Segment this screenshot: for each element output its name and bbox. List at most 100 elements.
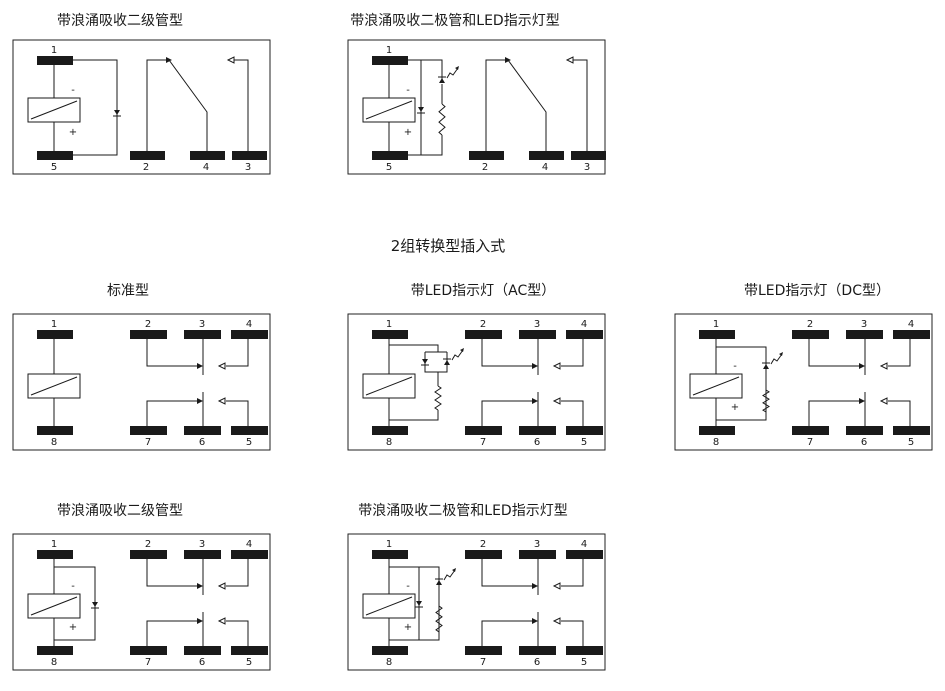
indicator-led: [443, 348, 464, 365]
pin-label-bottom-1: 7: [145, 657, 151, 668]
led-resistor: [438, 103, 446, 136]
terminal-top-1: [465, 330, 502, 339]
terminal-top-1: [465, 550, 502, 559]
pin-label-top-3: 4: [246, 539, 252, 550]
pin-label-nc: 3: [245, 162, 251, 173]
led-resistor: [434, 385, 442, 411]
pin-label-bottom-3: 5: [908, 437, 914, 448]
diode-branch-wire: [73, 59, 118, 156]
terminal-bottom-2: [519, 426, 556, 435]
led-branch-top: [389, 344, 439, 352]
anti-parallel-diode: [421, 359, 429, 366]
pole2-no-arrow: [532, 398, 538, 404]
terminal-nc: [571, 151, 606, 160]
led-branch-bottom: [421, 135, 443, 156]
terminal-top-3: [566, 550, 603, 559]
terminal-bottom-1: [465, 426, 502, 435]
pole1-nc-wire: [561, 339, 584, 367]
pin-label-top-2: 3: [534, 539, 540, 550]
polarity-plus: +: [404, 622, 412, 633]
pin-label-com: 2: [482, 162, 488, 173]
relay-coil: [689, 373, 743, 399]
terminal-bottom: [372, 151, 408, 160]
pin-label-bottom: 5: [51, 162, 57, 173]
pole1-no-arrow: [532, 583, 538, 589]
led-branch-wire: [716, 346, 767, 421]
pin-label-bottom: 8: [713, 437, 719, 448]
pin-label-bottom-3: 5: [246, 657, 252, 668]
pole2-no-arrow: [197, 618, 203, 624]
pin-label-no: 4: [203, 162, 209, 173]
pin-label-bottom-1: 7: [480, 657, 486, 668]
panel-title: 带LED指示灯（AC型）: [411, 283, 556, 299]
pin-label-top-2: 3: [534, 319, 540, 330]
pole2-com-wire: [146, 620, 198, 646]
pin-label-bottom: 5: [386, 162, 392, 173]
terminal-bottom-2: [184, 426, 221, 435]
terminal-bottom-3: [231, 426, 268, 435]
polarity-minus: -: [71, 85, 75, 96]
pole2-com-wire: [808, 400, 860, 426]
polarity-minus: -: [733, 361, 737, 372]
pin-label-top: 1: [51, 539, 57, 550]
nc-contact-wire: [573, 59, 588, 151]
polarity-minus: -: [406, 85, 410, 96]
terminal-bottom: [372, 646, 408, 655]
pin-label-bottom-3: 5: [581, 437, 587, 448]
indicator-led: [438, 66, 459, 83]
terminal-bottom: [37, 646, 73, 655]
terminal-bottom-2: [519, 646, 556, 655]
pole2-nc-wire: [561, 620, 584, 646]
panel-title: 带LED指示灯（DC型）: [744, 283, 890, 299]
pin-label-bottom-2: 6: [534, 657, 540, 668]
polarity-plus: +: [731, 402, 739, 413]
terminal-top-2: [519, 330, 556, 339]
terminal-bottom: [372, 426, 408, 435]
pin-label-bottom: 8: [386, 657, 392, 668]
pin-label-bottom-2: 6: [199, 657, 205, 668]
terminal-top: [372, 550, 408, 559]
pin-label-top: 1: [386, 539, 392, 550]
pole2-nc-arrow: [552, 397, 561, 405]
terminal-top: [372, 56, 408, 65]
pole1-com-wire: [481, 559, 533, 587]
pole2-nc-arrow: [879, 397, 888, 405]
pin-label-bottom-2: 6: [199, 437, 205, 448]
polarity-plus: +: [69, 622, 77, 633]
pin-label-bottom: 8: [51, 437, 57, 448]
indicator-led: [435, 568, 456, 585]
pole2-no-arrow: [532, 618, 538, 624]
pin-label-top: 1: [51, 319, 57, 330]
terminal-top-2: [184, 330, 221, 339]
pin-label-top: 1: [386, 319, 392, 330]
pin-label-top-2: 3: [199, 539, 205, 550]
pole1-nc-wire: [888, 339, 911, 367]
terminal-bottom: [37, 426, 73, 435]
terminal-no: [529, 151, 564, 160]
terminal-bottom-2: [846, 426, 883, 435]
suppression-diode: [417, 107, 425, 114]
terminal-top-3: [231, 550, 268, 559]
pin-label-nc: 3: [584, 162, 590, 173]
pin-label-no: 4: [542, 162, 548, 173]
pin-label-bottom-2: 6: [534, 437, 540, 448]
panel-title: 带浪涌吸收二极管和LED指示灯型: [350, 13, 559, 29]
terminal-top-3: [893, 330, 930, 339]
pole2-no-arrow: [197, 398, 203, 404]
pin-label-bottom-1: 7: [145, 437, 151, 448]
pole1-nc-arrow: [217, 582, 226, 590]
contact-arrow: [166, 57, 172, 63]
terminal-bottom: [699, 426, 735, 435]
pin-label-bottom: 8: [51, 657, 57, 668]
terminal-nc: [232, 151, 267, 160]
terminal-top-1: [130, 550, 167, 559]
pin-label-top-3: 4: [581, 319, 587, 330]
panel-title: 带浪涌吸收二级管型: [57, 13, 183, 29]
terminal-top: [37, 550, 73, 559]
terminal-no: [190, 151, 225, 160]
indicator-led: [762, 352, 783, 369]
